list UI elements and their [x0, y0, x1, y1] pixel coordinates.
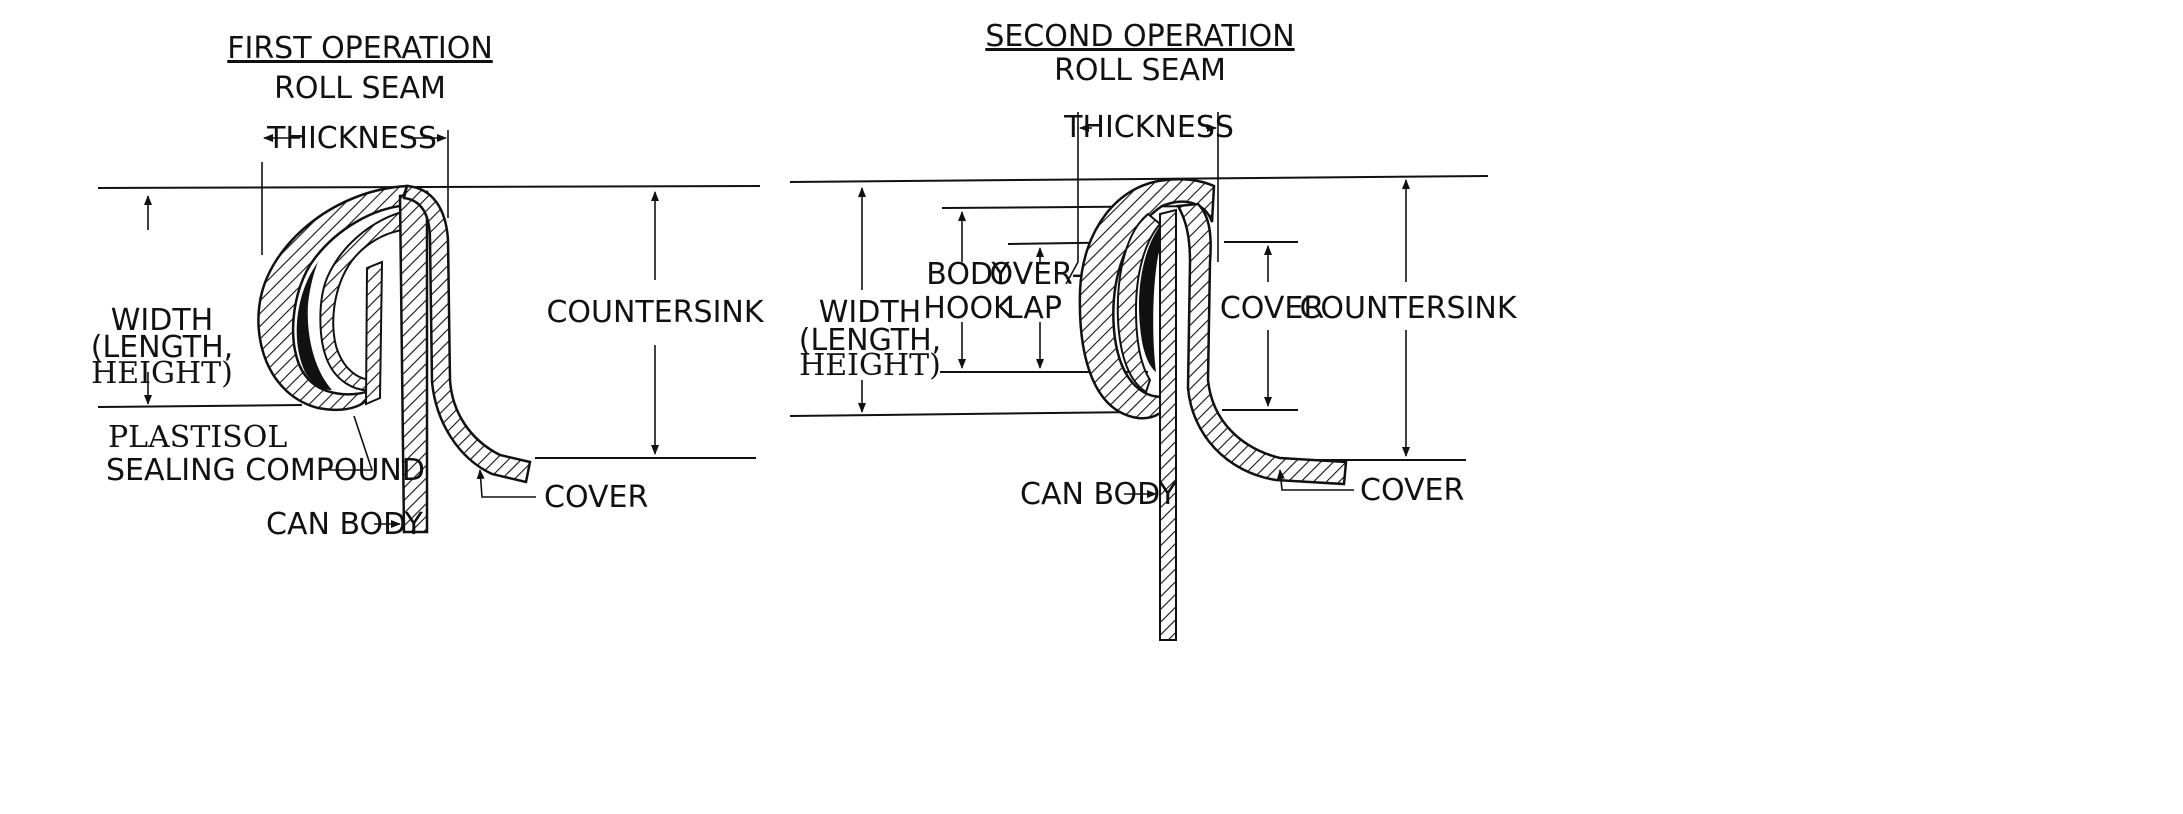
plastisol-label: PLASTISOL — [108, 420, 287, 455]
top-reference-line — [97, 185, 761, 189]
lap-label: LAP — [1006, 291, 1062, 326]
cover-panel — [402, 184, 532, 484]
cover-leader-2 — [1276, 469, 1354, 491]
cover-panel-2 — [1175, 202, 1348, 486]
top-reference-line-2 — [789, 175, 1489, 183]
first-operation-subtitle: ROLL SEAM — [274, 71, 446, 106]
plastisol-sealing-compound-mark — [296, 262, 332, 390]
first-operation: FIRST OPERATION ROLL SEAM THICKNESS WIDT… — [91, 31, 765, 542]
cover-dim-label: COVER — [1220, 291, 1324, 326]
overlap-leader — [1065, 261, 1079, 285]
body-label: BODY — [926, 257, 1010, 292]
countersink-label: COUNTERSINK — [546, 295, 764, 330]
can-body-label: CAN BODY — [266, 507, 424, 542]
width-height-label: HEIGHT) — [91, 356, 233, 391]
width-length-label: (LENGTH, — [91, 330, 233, 365]
second-operation-title: SECOND OPERATION — [985, 19, 1294, 54]
thickness-label-2: THICKNESS — [1063, 110, 1234, 145]
width-bottom-reference-2 — [789, 411, 1143, 417]
first-operation-title: FIRST OPERATION — [227, 31, 493, 66]
width-length-label-2: (LENGTH, — [799, 323, 941, 358]
sealing-compound-mark-2 — [1138, 226, 1170, 372]
width-label-2: WIDTH — [819, 295, 922, 330]
hook-label: HOOK — [923, 291, 1014, 326]
body-hook-top-reference — [941, 205, 1213, 209]
sealing-compound-label: SEALING COMPOUND — [106, 453, 425, 488]
can-body-wall-2 — [1159, 208, 1177, 641]
width-bottom-reference — [97, 404, 303, 408]
second-operation-subtitle: ROLL SEAM — [1054, 53, 1226, 88]
width-label: WIDTH — [111, 303, 214, 338]
width-height-label-2: HEIGHT) — [799, 348, 941, 383]
cover-leader — [476, 469, 536, 498]
inner-flange — [364, 260, 384, 406]
can-body-label-2: CAN BODY — [1020, 477, 1178, 512]
second-operation: SECOND OPERATION ROLL SEAM THICKNESS BOD… — [789, 19, 1518, 641]
thickness-label: THICKNESS — [266, 121, 437, 156]
plastisol-leader — [330, 415, 374, 471]
cover-label: COVER — [544, 480, 648, 515]
cover-label-2: COVER — [1360, 473, 1464, 508]
countersink-label-2: COUNTERSINK — [1299, 291, 1517, 326]
body-hook-2 — [1116, 212, 1162, 394]
over-label: OVER- — [989, 257, 1082, 292]
